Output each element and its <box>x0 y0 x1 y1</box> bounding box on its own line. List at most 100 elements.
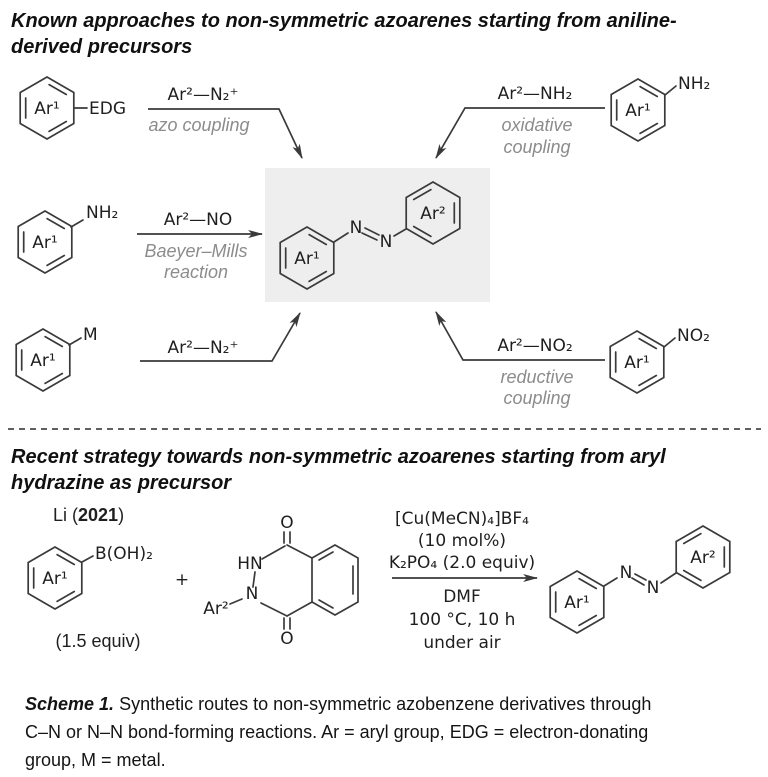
n-n-bond <box>252 571 256 588</box>
no2-bond <box>663 337 676 348</box>
azo-n1-label: N <box>350 218 363 238</box>
heading2-line1: Recent strategy towards non-symmetric az… <box>11 446 666 468</box>
carbonyl-o-top: O <box>280 513 293 533</box>
metal-reagent: Ar²—N₂⁺ <box>168 338 239 358</box>
reductive-reagent: Ar²—NO₂ <box>497 336 572 356</box>
caption-scheme-label: Scheme 1. <box>25 694 115 714</box>
substrate-ar1-metal: Ar¹ M <box>15 325 98 392</box>
c-n-bond <box>333 232 349 243</box>
product-azobenzene: Ar¹ N N Ar² <box>549 525 731 634</box>
route-reductive-coupling: Ar²—NO₂ reductive coupling <box>435 310 605 408</box>
ar1-ring-label: Ar¹ <box>34 99 59 119</box>
section-heading-known-approaches: Known approaches to non-symmetric azoare… <box>11 8 761 60</box>
ar1-ring-label: Ar¹ <box>32 233 57 253</box>
atmosphere-label: under air <box>423 633 500 653</box>
baeyer-reagent: Ar²—NO <box>164 210 233 230</box>
c4a-c4-bond <box>286 601 313 617</box>
ar2-n-bond <box>229 598 243 605</box>
top-scheme-canvas: Ar¹ EDG Ar²—N₂⁺ azo coupling Ar¹ NH₂ Ar²… <box>8 74 761 430</box>
azo-n2-label: N <box>647 578 660 598</box>
boronic-bond <box>81 555 94 563</box>
nh2-bond <box>664 85 677 96</box>
no2-label: NO₂ <box>677 326 710 346</box>
substrate-ar1-nh2-left: Ar¹ NH₂ <box>17 203 118 274</box>
oxidative-coupling-arrow <box>435 107 605 159</box>
metal-bond <box>68 337 82 346</box>
caption-line3: group, M = metal. <box>25 750 166 770</box>
route-metal: Ar²—N₂⁺ <box>140 312 301 362</box>
n-n-double-bond <box>631 577 645 586</box>
n-c1-bond <box>261 545 286 560</box>
temperature-time-label: 100 °C, 10 h <box>409 610 516 630</box>
reductive-coupling-arrow <box>435 310 605 361</box>
oxidative-name-line1: oxidative <box>501 115 572 135</box>
c-n-bond <box>603 577 618 587</box>
metal-route-arrow <box>140 312 301 362</box>
baeyer-name-line2: reaction <box>164 262 228 282</box>
central-azobenzene-product: Ar¹ N N Ar² <box>279 181 461 290</box>
ar2-ring-label: Ar² <box>690 548 715 568</box>
benzo-double-bond <box>318 551 334 561</box>
ar1-ring-label: Ar¹ <box>625 101 650 121</box>
n-c-bond <box>660 572 677 584</box>
heading1-line1: Known approaches to non-symmetric azoare… <box>11 10 677 32</box>
oxidative-reagent: Ar²—NH₂ <box>498 84 573 104</box>
ar1-ring-label: Ar¹ <box>624 353 649 373</box>
reference-label: Li (2021) <box>53 505 124 525</box>
ar1-ring-label: Ar¹ <box>42 569 67 589</box>
edg-label: EDG <box>89 99 126 119</box>
scheme-caption: Scheme 1. Synthetic routes to non-symmet… <box>25 690 761 774</box>
route-azo-coupling: Ar²—N₂⁺ azo coupling <box>148 85 303 160</box>
ar2-label: Ar² <box>203 599 228 619</box>
c4-n-bond <box>260 602 288 617</box>
azo-n1-label: N <box>620 563 633 583</box>
n-label: N <box>246 584 259 604</box>
n-n-double-bond <box>364 227 380 236</box>
section-heading-recent-strategy: Recent strategy towards non-symmetric az… <box>11 444 761 496</box>
azo-coupling-arrow <box>148 108 303 160</box>
substrate-ar1-edg: Ar¹ EDG <box>19 76 126 140</box>
route-baeyer-mills: Ar²—NO Baeyer–Mills reaction <box>137 210 264 282</box>
metal-label: M <box>83 325 98 345</box>
substrate-ar1-no2: Ar¹ NO₂ <box>609 326 710 394</box>
plus-sign: + <box>175 570 189 590</box>
n-n-double-bond <box>634 573 647 581</box>
caption-line1: Scheme 1. Synthetic routes to non-symmet… <box>25 694 652 714</box>
azo-reagent: Ar²—N₂⁺ <box>168 85 239 105</box>
n-c-bond <box>393 228 407 237</box>
c1-c8a-bond <box>286 544 313 559</box>
reaction-conditions: [Cu(MeCN)₄]BF₄ (10 mol%) K₂PO₄ (2.0 equi… <box>389 509 539 653</box>
nh2-label: NH₂ <box>86 203 118 223</box>
bottom-scheme-canvas: Li (2021) Ar¹ B(OH)₂ (1.5 equiv) + Ar² N… <box>27 505 731 653</box>
ar2-ring-label: Ar² <box>420 204 445 224</box>
boronic-label: B(OH)₂ <box>95 544 153 564</box>
reductive-name-line2: coupling <box>503 388 570 408</box>
catalyst-loading: (10 mol%) <box>418 531 506 551</box>
azo-name: azo coupling <box>148 115 249 135</box>
catalyst-label: [Cu(MeCN)₄]BF₄ <box>395 509 529 529</box>
reactant-aryl-phthalazinedione: Ar² N HN O O <box>203 513 359 649</box>
ar1-ring-label: Ar¹ <box>294 249 319 269</box>
heading1-line2: derived precursors <box>11 36 193 58</box>
caption-line2: C–N or N–N bond-forming reactions. Ar = … <box>25 722 649 742</box>
solvent-label: DMF <box>443 587 481 607</box>
reactant-arylboronic-acid: Ar¹ B(OH)₂ (1.5 equiv) <box>27 544 153 651</box>
n-n-double-bond <box>361 232 378 241</box>
route-oxidative-coupling: Ar²—NH₂ oxidative coupling <box>435 84 605 159</box>
ar1-ring-label: Ar¹ <box>30 351 55 371</box>
reductive-name-line1: reductive <box>500 367 573 387</box>
oxidative-name-line2: coupling <box>503 137 570 157</box>
nh2-bond <box>70 219 84 228</box>
benzo-ring <box>311 544 359 616</box>
benzo-double-bond <box>318 599 334 609</box>
ar1-ring-label: Ar¹ <box>564 593 589 613</box>
substrate-ar1-nh2-right: Ar¹ NH₂ <box>610 74 710 142</box>
hn-label: HN <box>237 554 263 574</box>
equiv-label: (1.5 equiv) <box>55 631 140 651</box>
nh2-label: NH₂ <box>678 74 710 94</box>
base-label: K₂PO₄ (2.0 equiv) <box>389 553 535 573</box>
heading2-line2: hydrazine as precursor <box>11 472 232 494</box>
baeyer-name-line1: Baeyer–Mills <box>144 241 247 261</box>
carbonyl-o-bottom: O <box>280 629 293 649</box>
